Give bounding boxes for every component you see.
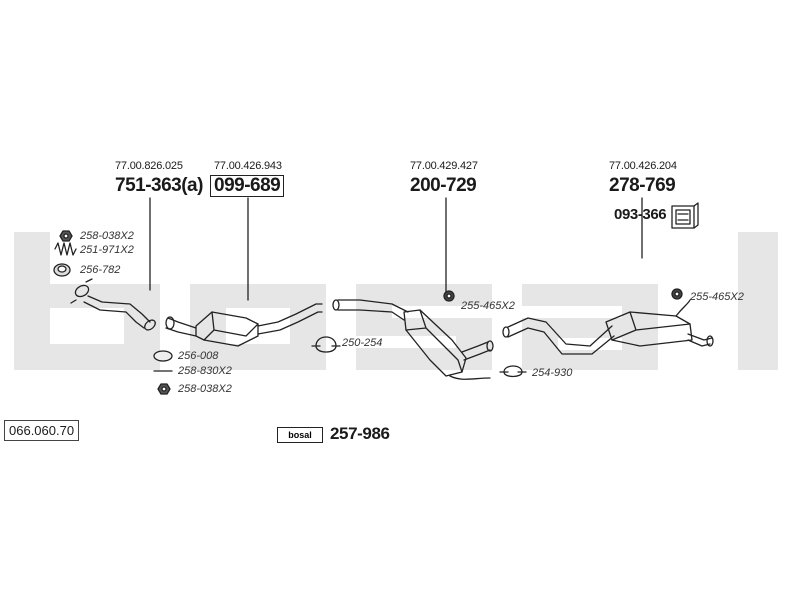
part-number-3: 200-729 bbox=[410, 175, 477, 196]
part-number-2: 099-689 bbox=[210, 175, 285, 197]
gasket-icon bbox=[153, 350, 173, 362]
watermark-letter-l bbox=[738, 232, 778, 370]
oem-number-4: 77.00.426.204 bbox=[609, 160, 677, 172]
fitting-label-4: 256-008 bbox=[178, 350, 219, 362]
rubber-mount-icon bbox=[671, 288, 683, 300]
spring-icon bbox=[54, 242, 77, 256]
watermark-letter-b bbox=[14, 232, 160, 370]
fitting-label-8: 255-465X2 bbox=[461, 300, 515, 312]
fitting-label-7: 250-254 bbox=[342, 337, 383, 349]
watermark-letter-a bbox=[522, 284, 658, 370]
rubber-mount-icon bbox=[443, 290, 455, 302]
oem-number-3: 77.00.429.427 bbox=[410, 160, 478, 172]
fitting-label-9: 254-930 bbox=[532, 367, 573, 379]
catalog-reference: 066.060.70 bbox=[4, 420, 80, 441]
fitting-label-3: 256-782 bbox=[80, 264, 121, 276]
bracket-part-number: 093-366 bbox=[614, 206, 667, 223]
oem-number-1: 77.00.826.025 bbox=[115, 160, 183, 172]
front-pipe-drawing bbox=[70, 278, 156, 331]
clamp-icon bbox=[499, 365, 527, 378]
fitting-label-1: 258-038X2 bbox=[80, 230, 134, 242]
nut-icon bbox=[59, 230, 73, 242]
oem-number-2: 77.00.426.943 bbox=[214, 160, 282, 172]
rear-silencer-drawing bbox=[502, 299, 714, 355]
center-muffler-drawing bbox=[332, 299, 494, 380]
sealing-ring-icon bbox=[53, 263, 71, 277]
fitting-label-2: 251-971X2 bbox=[80, 244, 134, 256]
kit-number: 257-986 bbox=[330, 424, 390, 443]
nut-icon bbox=[157, 383, 171, 395]
fitting-label-10: 255-465X2 bbox=[690, 291, 744, 303]
bosal-logo-badge: bosal bbox=[277, 427, 323, 443]
catalytic-converter-drawing bbox=[165, 303, 323, 347]
clamp-icon bbox=[311, 336, 341, 353]
fitting-label-6: 258-038X2 bbox=[178, 383, 232, 395]
part-number-4: 278-769 bbox=[609, 175, 676, 196]
fitting-label-5: 258-830X2 bbox=[178, 365, 232, 377]
watermark-letter-o bbox=[190, 284, 326, 370]
part-number-1: 751-363(a) bbox=[115, 175, 203, 196]
mounting-bracket-icon bbox=[671, 202, 699, 229]
